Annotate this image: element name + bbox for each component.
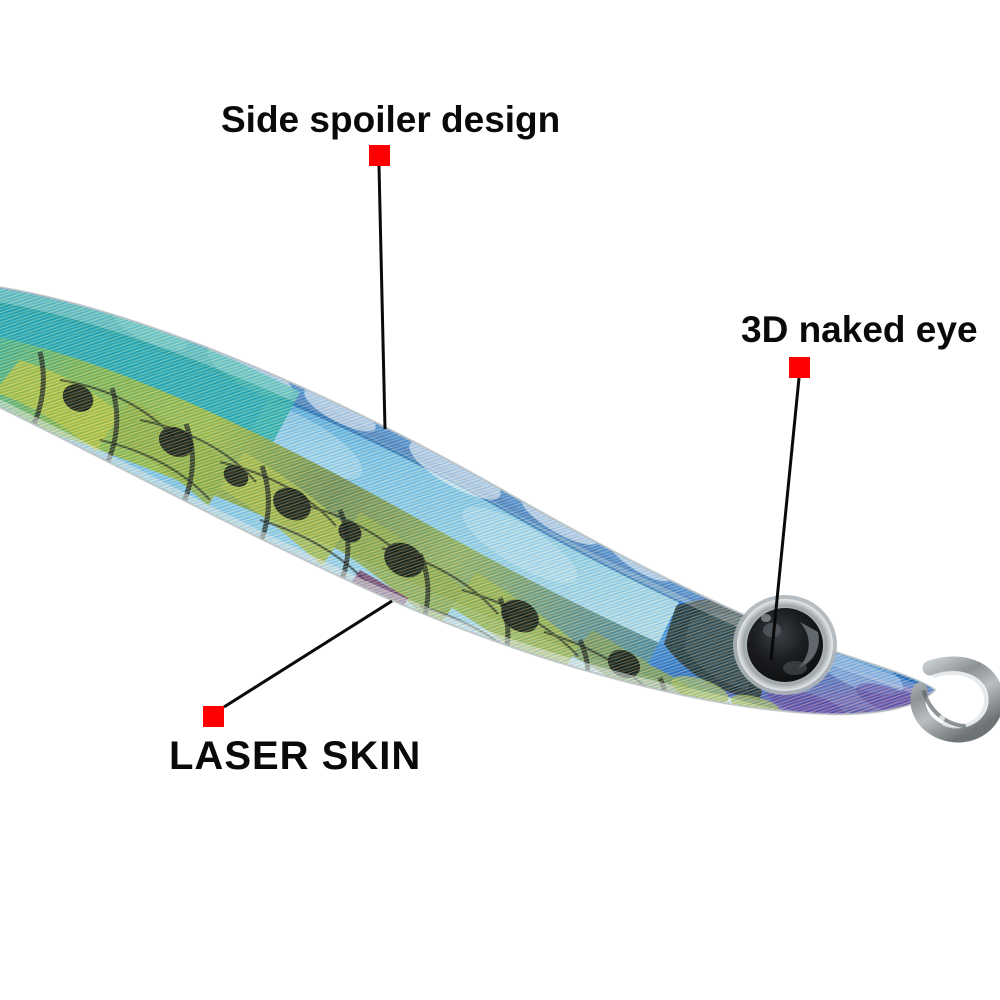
- callout-marker-laser-skin: [203, 706, 224, 727]
- lure-outline: [0, 286, 937, 716]
- callout-label-laser-skin: LASER SKIN: [169, 734, 422, 778]
- lure-nose-ring: [910, 656, 1000, 743]
- callout-marker-3d-eye: [789, 357, 810, 378]
- callout-marker-side-spoiler: [369, 145, 390, 166]
- callout-label-side-spoiler: Side spoiler design: [221, 99, 561, 140]
- lure-3d-eye: [733, 595, 837, 695]
- callout-label-3d-eye: 3D naked eye: [741, 309, 978, 350]
